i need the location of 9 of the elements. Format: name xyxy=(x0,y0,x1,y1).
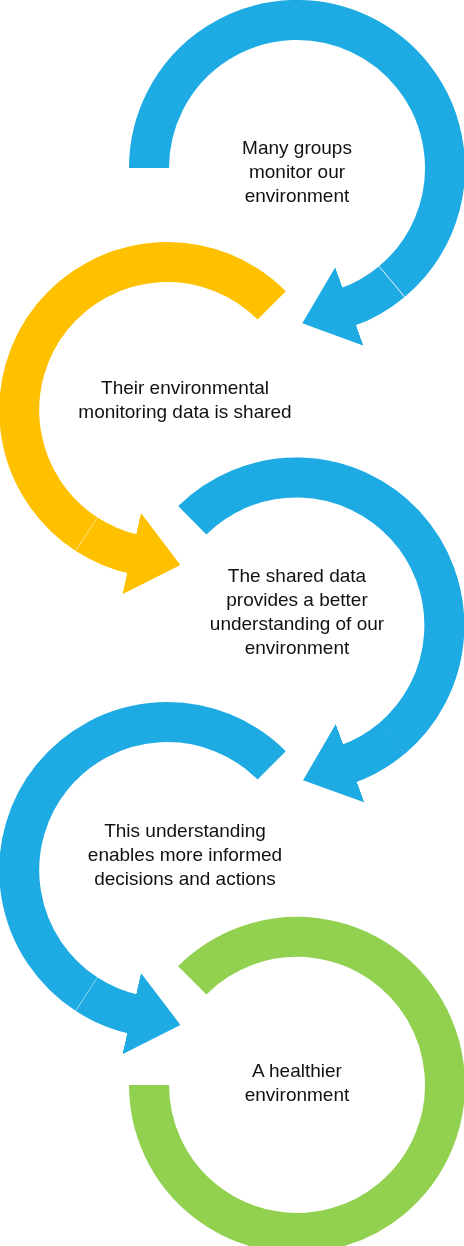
step-text: This understanding enables more informed decisions and actions xyxy=(86,819,284,891)
arrow xyxy=(303,265,404,345)
arrow xyxy=(76,973,180,1054)
step-text: Their environmental monitoring data is shared xyxy=(77,376,293,424)
arrow xyxy=(76,513,180,594)
step-text: The shared data provides a better understanding of our environment xyxy=(208,564,386,660)
step-text: A healthier environment xyxy=(243,1059,351,1107)
step-text: Many groups monitor our environment xyxy=(241,136,353,208)
arrow xyxy=(303,722,405,802)
